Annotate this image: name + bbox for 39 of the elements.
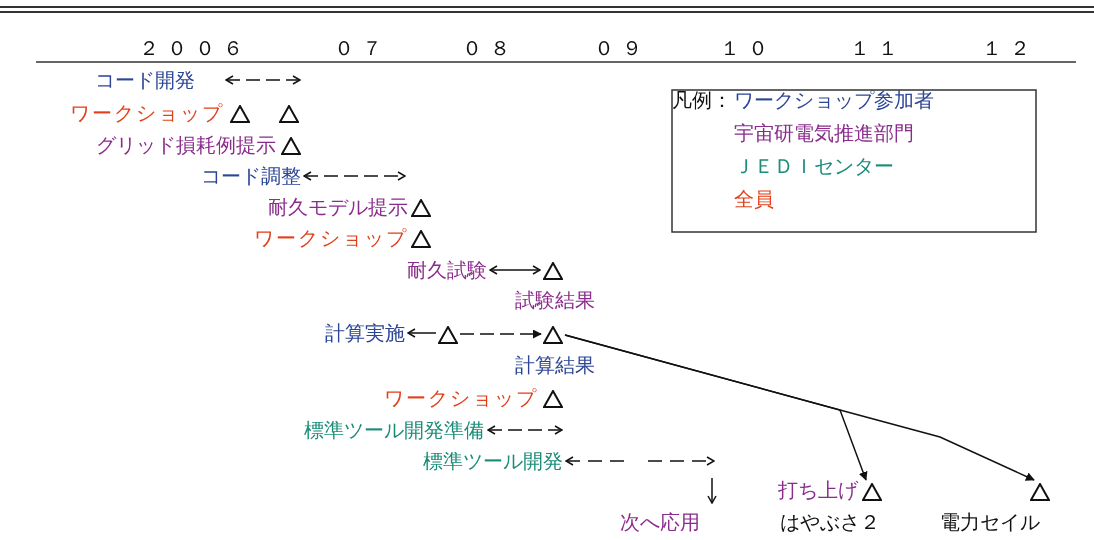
year-label: ２００６ (139, 36, 251, 60)
milestone-triangle (279, 104, 299, 122)
legend-entry: ＪＥＤＩセンター (734, 154, 894, 178)
task-label: コード調整 (201, 164, 301, 188)
milestone-triangle (543, 389, 563, 407)
task-label: グリッド損耗例提示 (96, 133, 276, 157)
year-label: １２ (982, 36, 1038, 60)
result-label: 試験結果 (515, 288, 595, 312)
mission-label: はやぶさ２ (780, 510, 880, 534)
milestone-triangle (411, 229, 431, 247)
legend-entry: 全員 (734, 187, 774, 211)
task-label: ワークショップ (70, 101, 224, 125)
event-label: 打ち上げ (778, 478, 858, 502)
result-label: 計算結果 (515, 353, 595, 377)
milestone-triangle (862, 482, 882, 500)
task-label: ワークショップ (254, 226, 408, 250)
year-label: ０９ (594, 36, 650, 60)
year-label: １０ (720, 36, 776, 60)
legend-entry: 宇宙研電気推進部門 (734, 121, 914, 145)
milestone-triangle (543, 261, 563, 279)
arrow (564, 334, 1035, 481)
milestone-triangle (411, 198, 431, 216)
year-label: １１ (850, 36, 906, 60)
milestone-triangle (438, 325, 458, 343)
task-label: 耐久モデル提示 (268, 195, 408, 219)
milestone-triangle (543, 325, 563, 343)
legend-heading: 凡例： (672, 88, 732, 112)
milestone-triangle (230, 104, 250, 122)
milestone-triangle (1030, 482, 1050, 500)
task-label: コード開発 (95, 68, 195, 92)
task-label: 標準ツール開発 (423, 449, 563, 473)
milestone-triangle (281, 136, 301, 154)
legend-entry: ワークショップ参加者 (734, 88, 934, 112)
task-label: 標準ツール開発準備 (304, 418, 484, 442)
note-label: 次へ応用 (620, 510, 700, 534)
year-label: ０７ (334, 36, 390, 60)
mission-label: 電力セイル (940, 510, 1040, 534)
arrow (459, 329, 542, 339)
year-label: ０８ (462, 36, 518, 60)
